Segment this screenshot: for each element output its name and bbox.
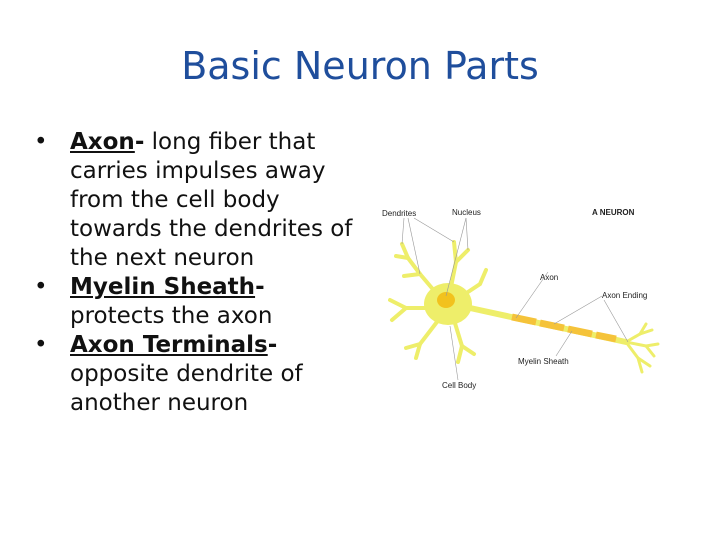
- bullet-term: Axon Terminals: [70, 332, 268, 358]
- label-myelin-sheath: Myelin Sheath: [518, 357, 569, 366]
- dendrites-shape: [388, 240, 488, 364]
- bullet-axon-terminals: Axon Terminals- opposite dendrite of ano…: [34, 331, 364, 418]
- bullet-text: protects the axon: [70, 303, 273, 329]
- bullet-term: Myelin Sheath: [70, 274, 256, 300]
- bullet-separator: -: [267, 332, 278, 358]
- neuron-diagram: Dendrites Nucleus A NEURON Axon Axon End…: [382, 208, 660, 390]
- nucleus-shape: [437, 292, 455, 308]
- bullet-list: Axon- long fiber that carries impulses a…: [34, 128, 364, 418]
- slide-title: Basic Neuron Parts: [181, 44, 539, 88]
- bullet-separator: -: [255, 274, 265, 300]
- label-axon-ending: Axon Ending: [602, 291, 647, 300]
- label-cell-body: Cell Body: [442, 381, 476, 390]
- bullet-separator: -: [134, 129, 145, 155]
- bullet-axon: Axon- long fiber that carries impulses a…: [34, 128, 364, 273]
- diagram-title: A NEURON: [592, 208, 635, 217]
- label-nucleus: Nucleus: [452, 208, 481, 217]
- myelin-sheath-shape: [511, 313, 617, 343]
- label-axon: Axon: [540, 273, 558, 282]
- bullet-term: Axon: [70, 129, 135, 155]
- label-leader-lines: [401, 217, 629, 381]
- label-dendrites: Dendrites: [382, 209, 416, 218]
- bullet-text: opposite dendrite of another neuron: [70, 361, 303, 416]
- axon-terminal-shape: [624, 322, 660, 374]
- bullet-myelin-sheath: Myelin Sheath- protects the axon: [34, 273, 364, 331]
- bullet-text: long fiber that carries impulses away fr…: [70, 129, 353, 271]
